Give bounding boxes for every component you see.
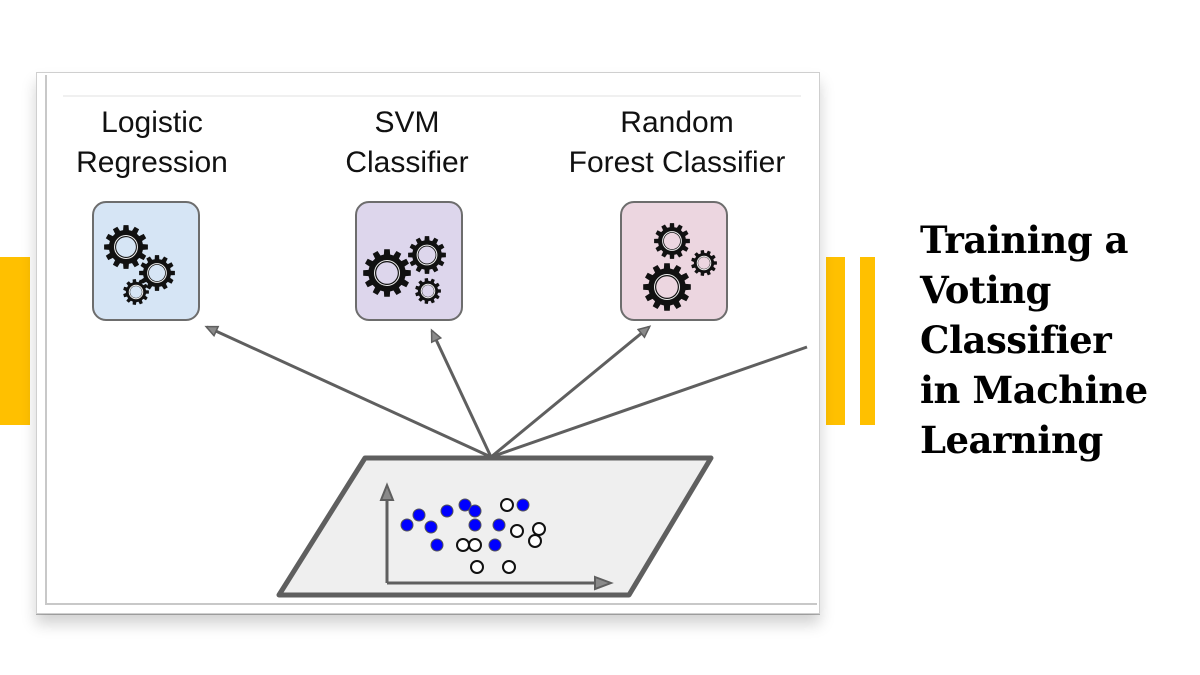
label-random-forest-classifier: Random Forest Classifier xyxy=(527,103,817,183)
label-logistic-regression: Logistic Regression xyxy=(52,103,252,183)
data-point-blue xyxy=(440,504,454,518)
data-point-hollow xyxy=(510,524,524,538)
label-line: Forest Classifier xyxy=(568,146,786,179)
gear-icon xyxy=(654,223,690,259)
data-point-blue xyxy=(458,498,472,512)
data-point-blue xyxy=(488,538,502,552)
gears-icon xyxy=(363,236,446,304)
data-point-blue xyxy=(412,508,426,522)
scatter-points xyxy=(400,498,546,574)
label-line: Random xyxy=(620,106,734,139)
data-point-blue xyxy=(516,498,530,512)
title-line: Classifier xyxy=(920,318,1112,362)
model-box-svm xyxy=(355,201,463,321)
model-box-random-forest xyxy=(620,201,728,321)
label-svm-classifier: SVM Classifier xyxy=(327,103,487,183)
label-line: SVM xyxy=(374,106,440,139)
data-point-blue xyxy=(492,518,506,532)
title-line: Voting xyxy=(920,268,1051,312)
accent-bar-right-1 xyxy=(826,257,845,425)
gears-icon xyxy=(643,223,717,311)
arrow-to-svm xyxy=(430,331,493,458)
label-line: Classifier xyxy=(345,146,469,179)
accent-bar-left xyxy=(0,257,30,425)
gear-icon xyxy=(123,279,149,305)
data-point-blue xyxy=(424,520,438,534)
arrow-to-logistic-regression xyxy=(207,325,492,459)
arrow-to-offscreen-model xyxy=(490,345,808,459)
gear-icon xyxy=(104,225,148,269)
data-point-blue xyxy=(468,504,482,518)
diagram-connections xyxy=(47,75,808,598)
gear-icon xyxy=(691,250,717,276)
data-point-blue xyxy=(400,518,414,532)
data-point-hollow xyxy=(502,560,516,574)
title-line: Learning xyxy=(920,418,1103,462)
data-point-hollow xyxy=(470,560,484,574)
title-line: Training a xyxy=(920,218,1128,262)
gears-icon xyxy=(104,225,175,305)
gear-icon xyxy=(139,255,175,291)
accent-bar-right-2 xyxy=(860,257,875,425)
data-point-hollow xyxy=(528,534,542,548)
gear-icon xyxy=(363,249,411,297)
slide-title: Training a Voting Classifier in Machine … xyxy=(920,215,1200,465)
data-point-hollow xyxy=(456,538,470,552)
data-point-hollow xyxy=(500,498,514,512)
title-line: in Machine xyxy=(920,368,1148,412)
gear-icon xyxy=(415,278,441,304)
gear-icon xyxy=(643,263,691,311)
label-line: Regression xyxy=(76,146,228,179)
data-point-hollow xyxy=(532,522,546,536)
top-rule xyxy=(63,95,801,97)
data-point-blue xyxy=(430,538,444,552)
diagram-canvas: Logistic Regression SVM Classifier Rando… xyxy=(45,75,817,605)
data-point-blue xyxy=(468,518,482,532)
label-line: Logistic xyxy=(101,106,203,139)
model-box-logistic-regression xyxy=(92,201,200,321)
arrow-to-random-forest xyxy=(490,327,649,459)
diagram-image-frame: Logistic Regression SVM Classifier Rando… xyxy=(36,72,820,614)
data-point-hollow xyxy=(468,538,482,552)
gear-icon xyxy=(408,236,446,274)
scatter-axes xyxy=(379,482,614,591)
